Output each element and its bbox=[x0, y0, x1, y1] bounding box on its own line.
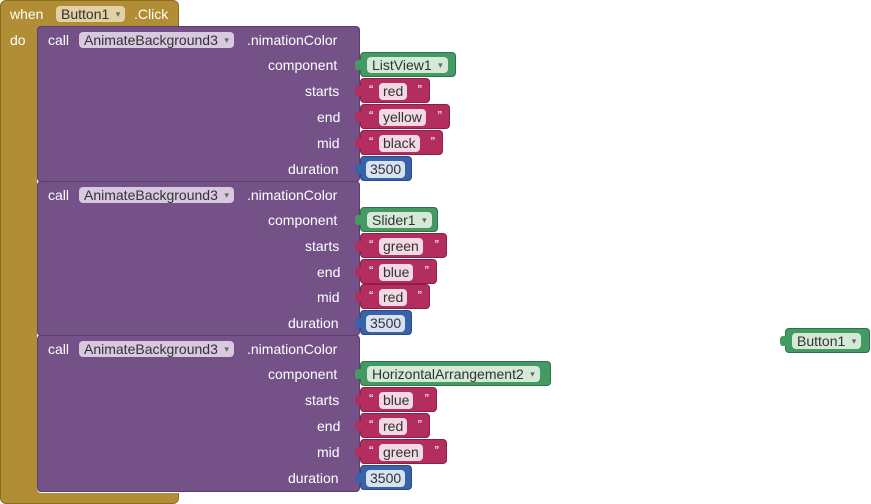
call-component-value: AnimateBackground3 bbox=[84, 32, 218, 48]
text-value[interactable]: red bbox=[379, 289, 408, 306]
call-block-2[interactable]: call AnimateBackground3 ▾ .nimationColor… bbox=[37, 181, 360, 336]
text-value[interactable]: black bbox=[379, 135, 420, 152]
call-component-value: AnimateBackground3 bbox=[84, 341, 218, 357]
text-value[interactable]: red bbox=[379, 418, 408, 435]
param-mid-label: mid bbox=[317, 289, 340, 305]
param-end-label: end bbox=[317, 109, 341, 125]
text-block-starts[interactable]: “ red ” bbox=[355, 78, 430, 103]
param-duration-label: duration bbox=[288, 315, 339, 331]
number-block-duration[interactable]: 3500 bbox=[355, 310, 412, 335]
param-end-label: end bbox=[317, 418, 341, 434]
component-block-slider1[interactable]: Slider1 ▾ bbox=[355, 207, 438, 232]
event-component-value: Button1 bbox=[61, 6, 110, 22]
number-value[interactable]: 3500 bbox=[366, 161, 406, 178]
call-label: call bbox=[48, 32, 70, 48]
text-block-end[interactable]: “ blue ” bbox=[355, 259, 437, 284]
component-value: HorizontalArrangement2 bbox=[372, 366, 524, 382]
call-component-dropdown[interactable]: AnimateBackground3 ▾ bbox=[79, 187, 234, 203]
param-duration-label: duration bbox=[288, 470, 339, 486]
event-name-label: .Click bbox=[134, 6, 169, 22]
text-value[interactable]: blue bbox=[379, 392, 414, 409]
component-value: ListView1 bbox=[372, 57, 432, 73]
param-mid-label: mid bbox=[317, 444, 340, 460]
component-value: Slider1 bbox=[372, 212, 416, 228]
component-dropdown[interactable]: HorizontalArrangement2 ▾ bbox=[367, 366, 540, 382]
text-value[interactable]: red bbox=[379, 83, 408, 100]
component-dropdown[interactable]: Slider1 ▾ bbox=[367, 212, 432, 228]
chevron-down-icon: ▾ bbox=[115, 9, 121, 19]
event-component-dropdown[interactable]: Button1 ▾ bbox=[56, 6, 126, 22]
method-name: .nimationColor bbox=[247, 341, 338, 357]
text-block-starts[interactable]: “ blue ” bbox=[355, 387, 437, 412]
do-label: do bbox=[10, 32, 26, 48]
text-block-starts[interactable]: “ green ” bbox=[355, 233, 447, 258]
text-block-end[interactable]: “ yellow ” bbox=[355, 104, 450, 129]
chevron-down-icon: ▾ bbox=[438, 60, 443, 70]
component-value: Button1 bbox=[797, 333, 846, 349]
param-component-label: component bbox=[268, 212, 338, 228]
text-value[interactable]: yellow bbox=[379, 109, 426, 126]
text-block-mid[interactable]: “ red ” bbox=[355, 284, 430, 309]
param-starts-label: starts bbox=[305, 392, 340, 408]
chevron-down-icon: ▾ bbox=[422, 215, 427, 225]
number-block-duration[interactable]: 3500 bbox=[355, 465, 412, 490]
param-component-label: component bbox=[268, 366, 338, 382]
component-dropdown[interactable]: ListView1 ▾ bbox=[367, 57, 448, 73]
param-duration-label: duration bbox=[288, 161, 339, 177]
when-label: when bbox=[10, 6, 44, 22]
component-block-listview1[interactable]: ListView1 ▾ bbox=[355, 52, 456, 77]
text-value[interactable]: green bbox=[379, 444, 423, 461]
chevron-down-icon: ▾ bbox=[224, 190, 229, 200]
method-name: .nimationColor bbox=[247, 32, 338, 48]
call-component-value: AnimateBackground3 bbox=[84, 187, 218, 203]
number-block-duration[interactable]: 3500 bbox=[355, 156, 412, 181]
call-block-3[interactable]: call AnimateBackground3 ▾ .nimationColor… bbox=[37, 335, 360, 492]
text-block-mid[interactable]: “ black ” bbox=[355, 130, 443, 155]
call-component-dropdown[interactable]: AnimateBackground3 ▾ bbox=[79, 341, 234, 357]
param-component-label: component bbox=[268, 57, 338, 73]
component-dropdown[interactable]: Button1 ▾ bbox=[792, 333, 862, 349]
number-value[interactable]: 3500 bbox=[366, 315, 406, 332]
text-value[interactable]: green bbox=[379, 238, 423, 255]
text-block-end[interactable]: “ red ” bbox=[355, 413, 430, 438]
method-name: .nimationColor bbox=[247, 187, 338, 203]
call-label: call bbox=[48, 341, 70, 357]
chevron-down-icon: ▾ bbox=[224, 35, 229, 45]
number-value[interactable]: 3500 bbox=[366, 470, 406, 487]
param-end-label: end bbox=[317, 264, 341, 280]
floating-component-block-button1[interactable]: Button1 ▾ bbox=[780, 328, 870, 353]
text-value[interactable]: blue bbox=[379, 264, 414, 281]
call-component-dropdown[interactable]: AnimateBackground3 ▾ bbox=[79, 32, 234, 48]
param-starts-label: starts bbox=[305, 83, 340, 99]
chevron-down-icon: ▾ bbox=[851, 336, 857, 346]
call-label: call bbox=[48, 187, 70, 203]
component-block-horizontalarrangement2[interactable]: HorizontalArrangement2 ▾ bbox=[355, 361, 551, 386]
call-block-1[interactable]: call AnimateBackground3 ▾ .nimationColor… bbox=[37, 26, 360, 182]
param-mid-label: mid bbox=[317, 135, 340, 151]
chevron-down-icon: ▾ bbox=[224, 344, 229, 354]
param-starts-label: starts bbox=[305, 238, 340, 254]
chevron-down-icon: ▾ bbox=[530, 369, 535, 379]
text-block-mid[interactable]: “ green ” bbox=[355, 439, 447, 464]
